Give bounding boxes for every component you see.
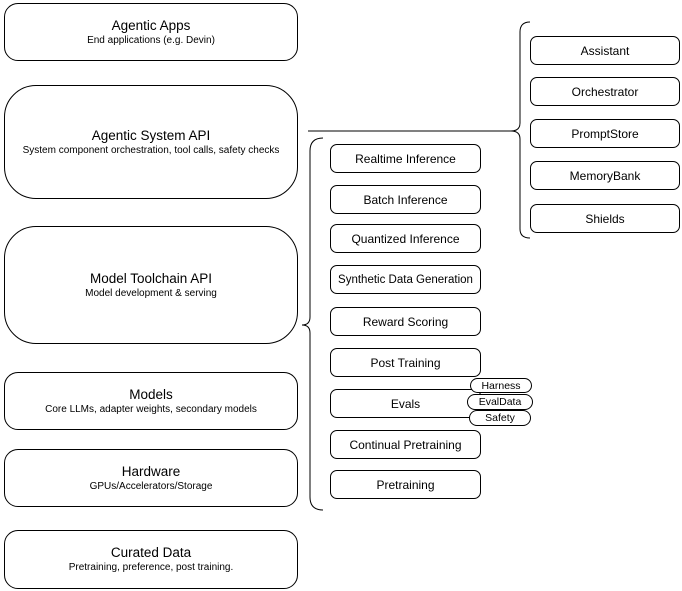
tag-safety: Safety (469, 410, 531, 426)
node-title: Curated Data (110, 545, 192, 560)
node-assistant: Assistant (530, 36, 680, 65)
node-quantized-inference: Quantized Inference (330, 224, 481, 253)
node-label: MemoryBank (569, 168, 641, 183)
node-title: Models (129, 386, 173, 402)
node-title: Agentic Apps (111, 17, 191, 33)
node-agentic-system-api: Agentic System API System component orch… (4, 85, 298, 199)
node-continual-pretraining: Continual Pretraining (330, 430, 481, 459)
node-shields: Shields (530, 204, 680, 233)
node-subtitle: System component orchestration, tool cal… (22, 144, 280, 156)
tag-label: EvalData (478, 396, 522, 408)
tag-evaldata: EvalData (467, 394, 533, 410)
node-title: Agentic System API (91, 127, 211, 143)
node-evals: Evals (330, 389, 481, 418)
node-batch-inference: Batch Inference (330, 185, 481, 214)
node-label: Batch Inference (363, 192, 448, 207)
node-subtitle: Core LLMs, adapter weights, secondary mo… (45, 403, 257, 415)
node-subtitle: GPUs/Accelerators/Storage (89, 480, 213, 492)
node-title: Hardware (121, 463, 181, 479)
node-label: Continual Pretraining (349, 437, 462, 452)
tag-label: Safety (485, 412, 515, 424)
node-label: Orchestrator (571, 84, 639, 99)
brace-right-group (510, 21, 531, 239)
node-label: Post Training (370, 355, 441, 370)
node-label: Realtime Inference (355, 151, 456, 166)
tag-harness: Harness (470, 378, 532, 393)
node-subtitle: End applications (e.g. Devin) (87, 34, 215, 46)
node-subtitle: Pretraining, preference, post training. (68, 562, 234, 573)
node-memorybank: MemoryBank (530, 161, 680, 190)
node-label: Pretraining (376, 477, 435, 492)
node-label: Evals (390, 396, 421, 411)
node-label: Shields (585, 211, 625, 226)
node-pretraining: Pretraining (330, 470, 481, 499)
node-hardware: Hardware GPUs/Accelerators/Storage (4, 449, 298, 507)
node-title: Model Toolchain API (89, 270, 213, 286)
node-label: Quantized Inference (351, 231, 460, 246)
node-subtitle: Model development & serving (85, 287, 217, 299)
node-promptstore: PromptStore (530, 119, 680, 148)
brace-middle-group (301, 137, 324, 511)
node-reward-scoring: Reward Scoring (330, 307, 481, 336)
node-label: Reward Scoring (362, 314, 449, 329)
node-models: Models Core LLMs, adapter weights, secon… (4, 372, 298, 430)
node-model-toolchain-api: Model Toolchain API Model development & … (4, 226, 298, 344)
tag-label: Harness (481, 379, 521, 392)
node-label: PromptStore (571, 126, 639, 141)
node-synthetic-data-generation: Synthetic Data Generation (330, 265, 481, 294)
node-post-training: Post Training (330, 348, 481, 377)
node-orchestrator: Orchestrator (530, 77, 680, 106)
node-curated-data: Curated Data Pretraining, preference, po… (4, 530, 298, 589)
node-realtime-inference: Realtime Inference (330, 144, 481, 173)
node-label: Synthetic Data Generation (338, 273, 473, 286)
node-agentic-apps: Agentic Apps End applications (e.g. Devi… (4, 3, 298, 61)
node-label: Assistant (580, 43, 630, 58)
